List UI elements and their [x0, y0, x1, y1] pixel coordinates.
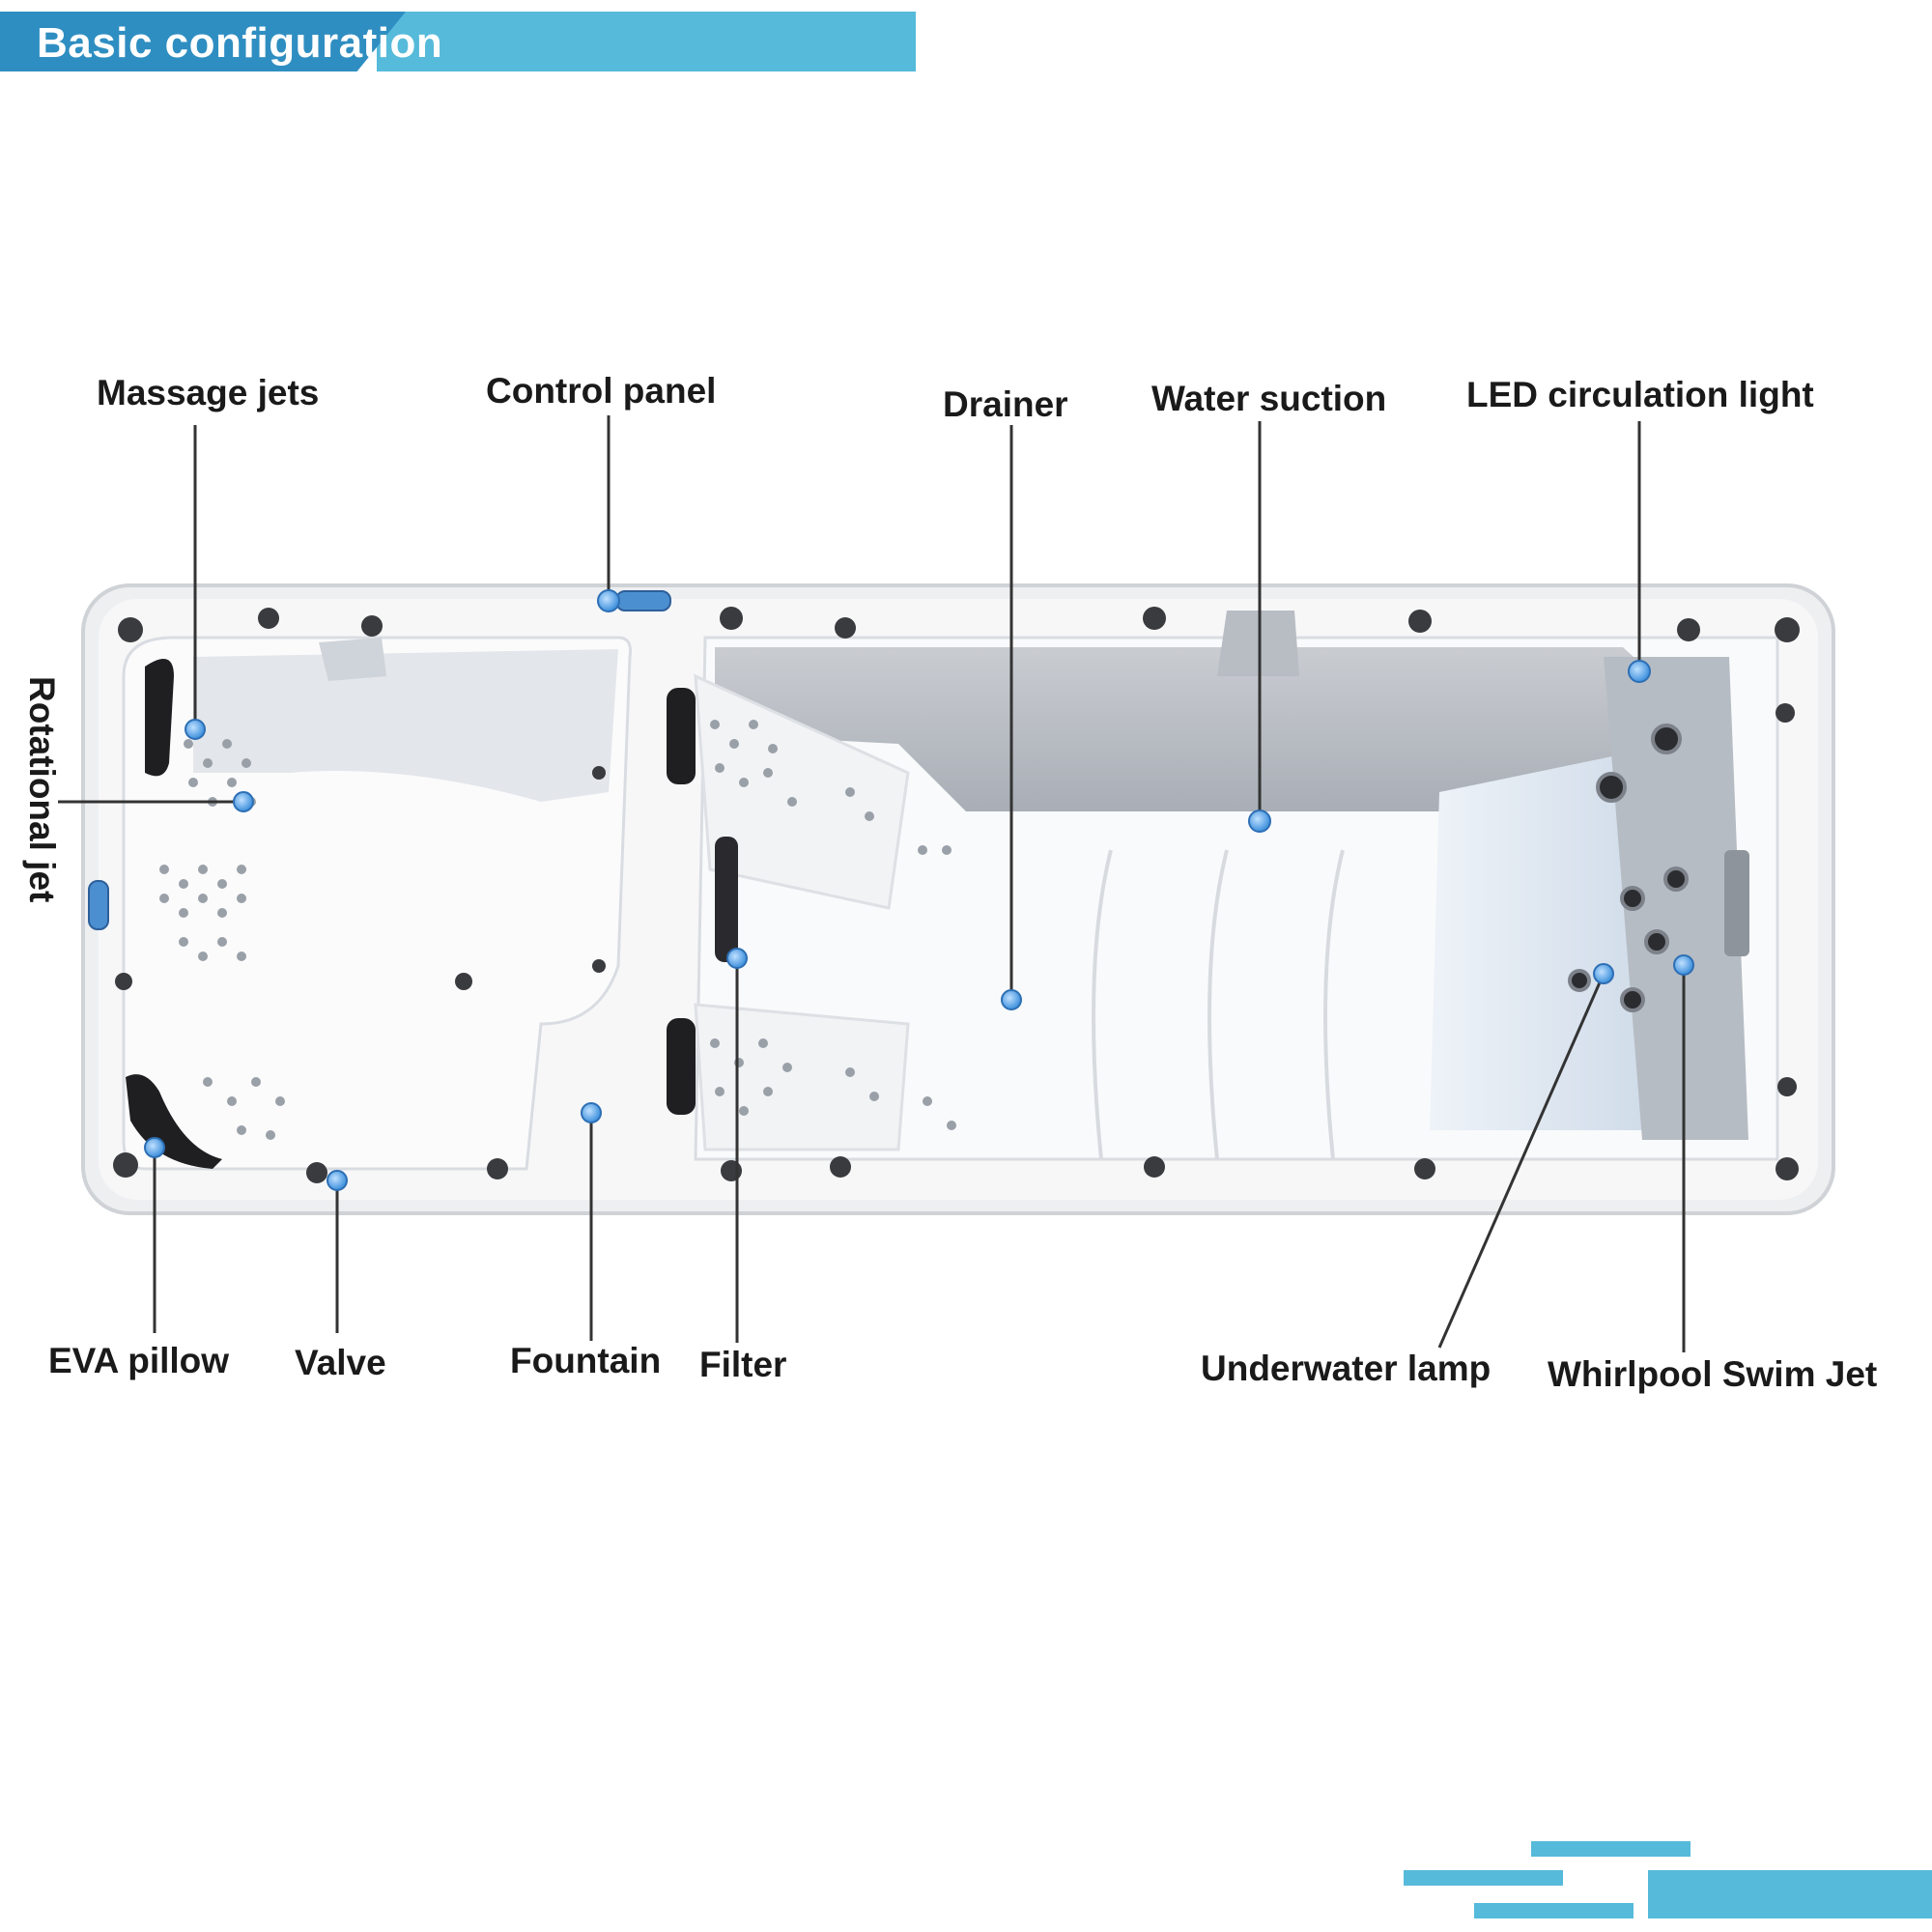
pillow-mid-3	[667, 1018, 696, 1115]
deco-stripe-1	[1531, 1841, 1690, 1857]
deco-stripe-3	[1474, 1903, 1634, 1918]
pillow-left-lower	[126, 1074, 222, 1169]
deco-stripe-2	[1404, 1870, 1563, 1886]
marker-eva-pillow	[144, 1137, 165, 1158]
left-spa-seat	[319, 638, 386, 681]
banner-light-bar	[377, 12, 916, 71]
marker-rotational-jet	[233, 791, 254, 812]
marker-filter	[726, 948, 748, 969]
label-rotational-jet: Rotational jet	[22, 676, 62, 903]
marker-fountain	[581, 1102, 602, 1123]
label-eva-pillow: EVA pillow	[48, 1341, 230, 1380]
label-control-panel: Control panel	[486, 371, 717, 411]
marker-valve	[327, 1170, 348, 1191]
label-fountain: Fountain	[510, 1341, 662, 1380]
deco-stripe-4	[1648, 1870, 1932, 1918]
marker-control-panel	[597, 589, 620, 612]
marker-massage-jets	[185, 719, 206, 740]
label-drainer: Drainer	[943, 384, 1068, 424]
swim-area-top-ledge	[715, 647, 1719, 811]
left-spa-back-ledge	[193, 649, 618, 802]
header-banner: Basic configuration	[0, 12, 916, 71]
ladder-handle	[1724, 850, 1749, 956]
seat-contour-2	[1208, 849, 1229, 1160]
label-whirlpool-swim-jet: Whirlpool Swim Jet	[1548, 1354, 1878, 1394]
pillow-mid-2	[715, 837, 738, 962]
swim-area-right-wall	[1604, 657, 1748, 1140]
marker-underwater-lamp	[1593, 963, 1614, 984]
swim-jet-nozzles	[1568, 724, 1689, 1012]
leader-lines	[58, 415, 1686, 1352]
banner-dark-bar	[0, 12, 406, 71]
middle-seat-upper	[694, 673, 910, 910]
label-underwater-lamp: Underwater lamp	[1201, 1349, 1492, 1388]
marker-drainer	[1001, 989, 1022, 1010]
middle-seat-lower	[694, 1003, 910, 1151]
label-led-circulation-light: LED circulation light	[1466, 375, 1814, 414]
page-title: Basic configuration	[37, 19, 443, 67]
label-water-suction: Water suction	[1151, 379, 1387, 418]
marker-whirlpool-swim-jet	[1673, 954, 1694, 976]
label-filter: Filter	[699, 1345, 787, 1384]
marker-water-suction	[1248, 810, 1271, 833]
control-panel-unit	[615, 590, 671, 611]
callout-markers	[144, 589, 1694, 1191]
label-massage-jets: Massage jets	[97, 373, 320, 412]
jet-pattern	[159, 720, 956, 1140]
seat-contour-1	[1092, 849, 1113, 1160]
label-valve: Valve	[295, 1343, 386, 1382]
deck-fittings	[113, 607, 1800, 1183]
side-panel-unit	[88, 880, 109, 930]
pillow-mid-1	[667, 688, 696, 784]
seat-contour-3	[1323, 849, 1345, 1160]
marker-led-light	[1628, 660, 1651, 683]
pillow-left-upper	[145, 659, 174, 777]
